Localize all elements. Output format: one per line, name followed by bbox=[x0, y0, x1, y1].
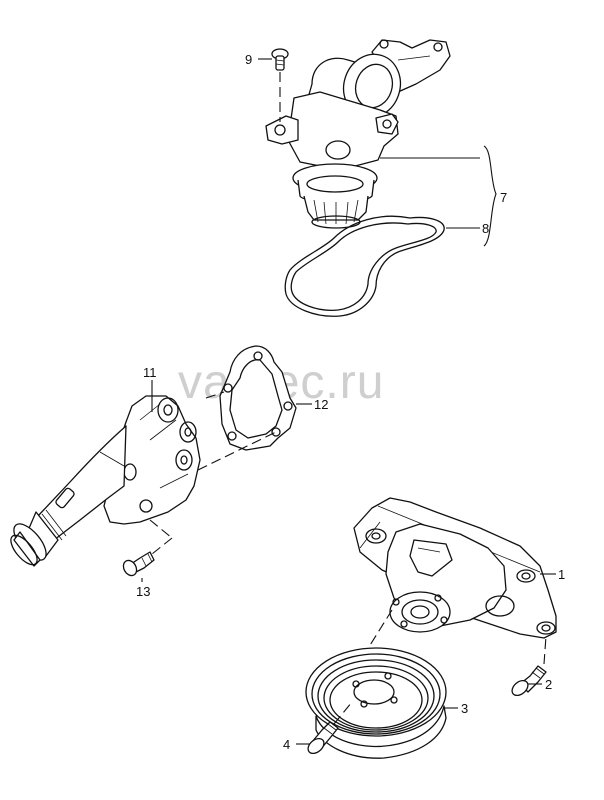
callout-8: 8 bbox=[482, 221, 489, 236]
callout-13: 13 bbox=[136, 584, 150, 599]
callout-2: 2 bbox=[545, 677, 552, 692]
seal-part-8 bbox=[284, 215, 445, 317]
callout-4: 4 bbox=[283, 737, 290, 752]
coolant-pipe-housing-part-11 bbox=[10, 395, 201, 567]
callout-3: 3 bbox=[461, 701, 468, 716]
bolt-part-4 bbox=[307, 701, 353, 755]
bolt-part-2 bbox=[511, 635, 547, 697]
callout-11: 11 bbox=[143, 365, 157, 380]
callout-12: 12 bbox=[314, 397, 328, 412]
callout-7: 7 bbox=[500, 190, 507, 205]
gasket-part-12 bbox=[219, 345, 297, 451]
water-pump-part-1 bbox=[353, 497, 557, 639]
callout-9: 9 bbox=[245, 52, 252, 67]
bolt-part-13 bbox=[122, 519, 173, 577]
pulley-part-3 bbox=[305, 647, 447, 759]
callout-1: 1 bbox=[558, 567, 565, 582]
callout-7-8-leaders bbox=[380, 145, 497, 247]
thermostat-housing-assembly bbox=[265, 39, 451, 229]
bolt-part-9 bbox=[271, 48, 289, 122]
